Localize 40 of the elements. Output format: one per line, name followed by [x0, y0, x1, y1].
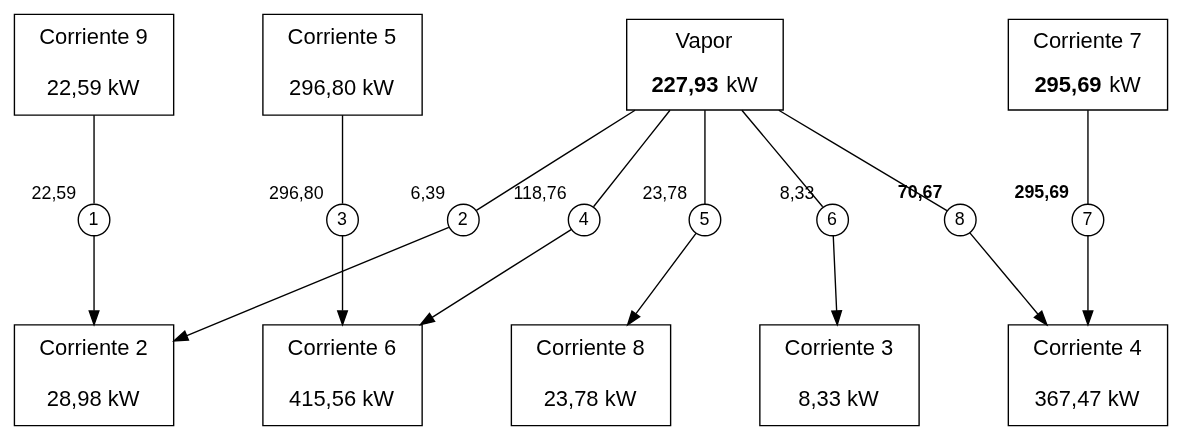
- node-circle: 8: [943, 203, 977, 237]
- node-circle: 4: [567, 203, 601, 237]
- node-label: 118,76: [513, 183, 567, 204]
- node-box: Corriente 8 23,78 kW: [510, 324, 672, 427]
- node-box: Corriente 9 22,59 kW: [13, 13, 175, 116]
- connector: [778, 109, 948, 212]
- node-circle: 3: [326, 203, 359, 237]
- node-box: Corriente 5 296,80 kW: [262, 13, 423, 116]
- node-circle: 1: [77, 203, 111, 237]
- arrow: [830, 235, 843, 327]
- node-label: 295,69: [1014, 181, 1070, 202]
- arrow: [336, 235, 349, 327]
- connector: [704, 109, 706, 205]
- node-label: 8,33: [779, 183, 815, 204]
- arrow: [1082, 235, 1094, 327]
- arrow: [626, 232, 697, 327]
- node-circle: 7: [1071, 203, 1105, 237]
- node-box: Corriente 2 28,98 kW: [13, 324, 175, 427]
- node-box: Corriente 7 295,69 kW: [1007, 18, 1169, 111]
- arrow: [969, 232, 1049, 327]
- arrow: [88, 235, 100, 327]
- node-circle: 2: [446, 203, 480, 237]
- node-label: 22,59: [31, 183, 77, 204]
- connector: [1087, 109, 1089, 205]
- node-label: 23,78: [642, 183, 688, 204]
- node-box: Corriente 6 415,56 kW: [262, 324, 423, 427]
- arrow: [418, 228, 572, 326]
- node-circle: 5: [688, 203, 722, 237]
- connector: [475, 109, 636, 212]
- connector: [93, 114, 95, 205]
- connector: [341, 114, 344, 205]
- node-label: 6,39: [410, 183, 446, 204]
- node-box: Vapor 227,93 kW: [626, 18, 784, 111]
- arrow: [172, 226, 450, 342]
- node-label: 296,80: [269, 183, 324, 204]
- node-box: Corriente 3 8,33 kW: [759, 324, 920, 427]
- node-box: Corriente 4 367,47 kW: [1007, 324, 1169, 427]
- connector: [592, 109, 671, 208]
- node-circle: 6: [816, 203, 850, 237]
- connector: [741, 109, 824, 208]
